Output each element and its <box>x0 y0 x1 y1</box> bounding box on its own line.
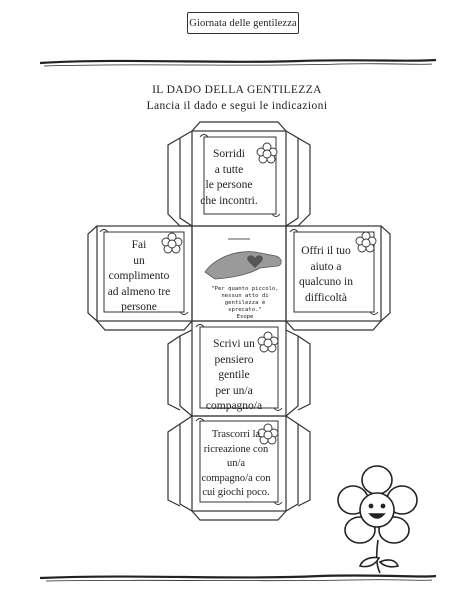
big-flower-icon <box>337 465 418 574</box>
scroll-right <box>289 229 379 315</box>
top-divider <box>39 58 437 65</box>
scroll-left <box>99 229 189 315</box>
scroll-middle <box>195 324 283 411</box>
page-title: IL DADO DELLA GENTILEZZA <box>152 84 322 96</box>
scroll-top <box>199 134 281 217</box>
center-quote: "Per quanto piccolo, nessun atto di gent… <box>211 286 279 320</box>
bottom-divider <box>39 574 437 580</box>
flower-face-icon <box>161 142 377 445</box>
page-subtitle: Lancia il dado e segui le indicazioni <box>146 100 328 112</box>
header-tag: Giornata delle gentilezza <box>187 12 299 34</box>
hand-with-heart-icon <box>204 238 282 280</box>
scroll-bottom <box>195 418 283 505</box>
